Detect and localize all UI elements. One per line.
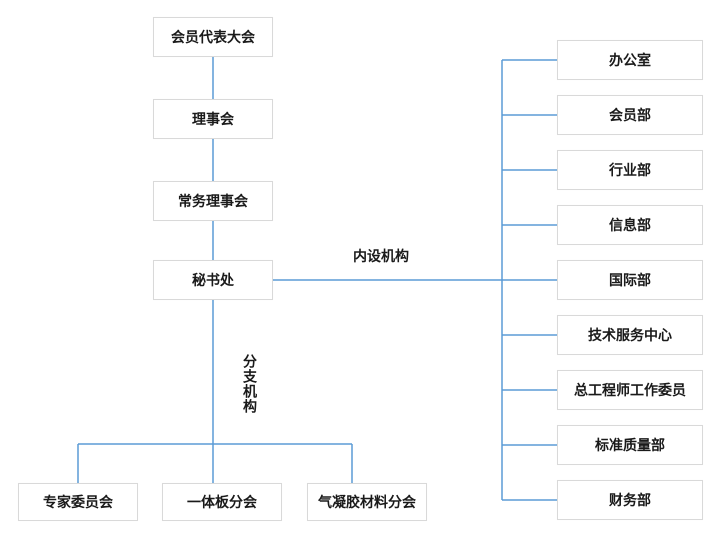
node-chief-engineer-committee: 总工程师工作委员 xyxy=(557,370,703,410)
node-standing-council: 常务理事会 xyxy=(153,181,273,221)
node-membership-dept: 会员部 xyxy=(557,95,703,135)
node-aerogel-branch: 气凝胶材料分会 xyxy=(307,483,427,521)
node-tech-service-center: 技术服务中心 xyxy=(557,315,703,355)
node-secretariat: 秘书处 xyxy=(153,260,273,300)
node-international-dept: 国际部 xyxy=(557,260,703,300)
node-finance-dept: 财务部 xyxy=(557,480,703,520)
node-office: 办公室 xyxy=(557,40,703,80)
node-industry-dept: 行业部 xyxy=(557,150,703,190)
node-expert-committee: 专家委员会 xyxy=(18,483,138,521)
label-internal-organs: 内设机构 xyxy=(353,248,409,264)
node-member-congress: 会员代表大会 xyxy=(153,17,273,57)
label-branch-organs: 分支机构 xyxy=(242,354,258,414)
node-council: 理事会 xyxy=(153,99,273,139)
node-integrated-panel-branch: 一体板分会 xyxy=(162,483,282,521)
node-standards-quality-dept: 标准质量部 xyxy=(557,425,703,465)
node-information-dept: 信息部 xyxy=(557,205,703,245)
